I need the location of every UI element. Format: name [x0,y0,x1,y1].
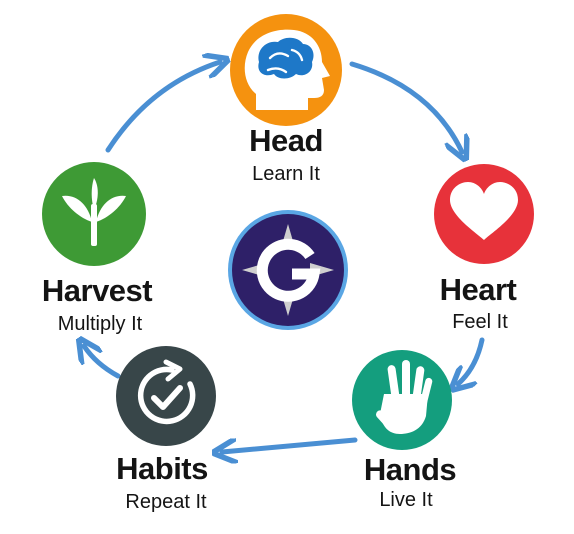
habits-title: Habits [116,451,208,486]
node-habits: Habits Repeat It [116,346,216,513]
habits-subtitle: Repeat It [125,491,207,513]
node-harvest: Harvest Multiply It [42,162,153,335]
brain-head-icon [244,29,330,110]
arrow-hands-to-habits [222,437,358,452]
heart-icon [450,182,518,240]
center-logo-circle [232,214,344,326]
habits-circle [116,346,216,446]
head-title: Head [249,123,323,158]
harvest-subtitle: Multiply It [58,313,143,335]
g-compass-logo [242,224,334,316]
node-hands: Hands Live It [352,350,457,511]
center-logo [228,210,348,330]
heart-subtitle: Feel It [452,311,508,333]
hand-icon [376,360,433,434]
head-subtitle: Learn It [252,163,320,185]
arrow-head-to-heart [349,61,462,152]
sprout-icon [62,178,126,246]
node-head: Head Learn It [230,14,342,185]
arrow-habits-to-harvest [84,346,121,379]
hands-title: Hands [364,452,456,487]
heart-title: Heart [440,272,517,307]
arrow-harvest-to-head [105,62,220,153]
check-cycle-icon [137,359,196,425]
harvest-title: Harvest [42,273,152,308]
node-heart: Heart Feel It [434,164,534,333]
arrow-heart-to-hands [458,337,485,384]
hands-subtitle: Live It [379,489,433,511]
